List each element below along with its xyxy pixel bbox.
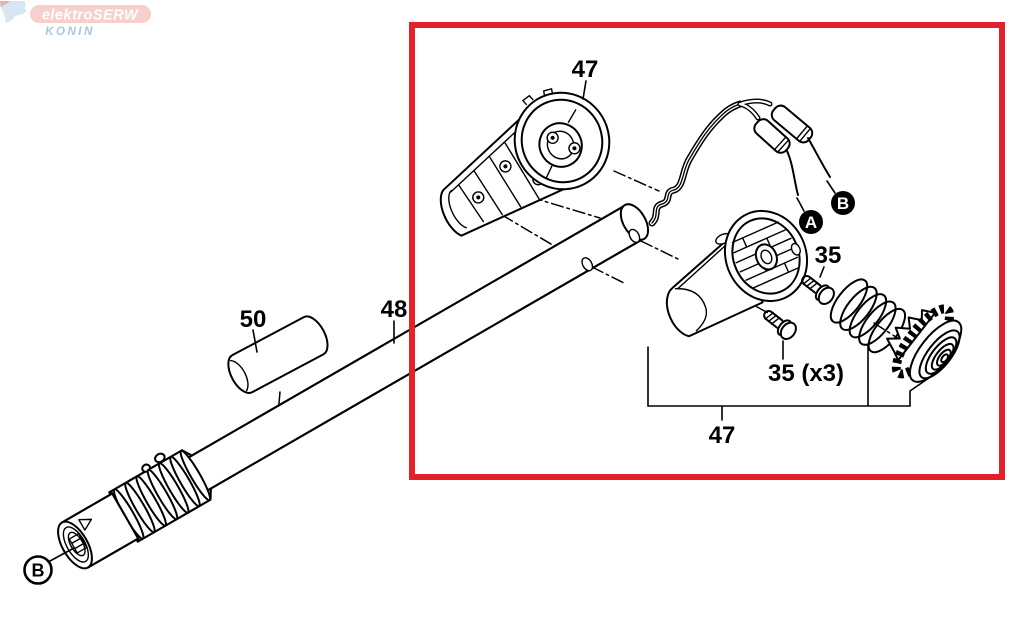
watermark-logo: elektroSERW KONIN	[0, 1, 151, 38]
screw-hole	[790, 242, 801, 256]
map-shape	[0, 1, 27, 23]
city-text: KONIN	[45, 26, 95, 38]
highlight-box	[409, 22, 1005, 480]
brand-badge	[30, 5, 151, 23]
wire-end-b	[807, 137, 831, 178]
wire-end-a	[786, 150, 799, 196]
connector-b	[770, 104, 814, 144]
screw-35-upper	[801, 274, 835, 305]
wire-harness	[648, 98, 831, 227]
bevel-gear	[886, 304, 963, 383]
tube-hole	[628, 228, 641, 244]
brand-text: elektroSERW	[42, 8, 139, 24]
tube-hole	[581, 257, 594, 272]
callout-b-bottom-letter: B	[32, 561, 45, 581]
rim-notches	[522, 88, 554, 106]
group-bracket-47	[647, 344, 937, 421]
alignment-arrow-icon	[78, 518, 93, 531]
map-pin-icon	[0, 1, 11, 7]
callout-b-top-letter: B	[837, 194, 849, 213]
callout-b-top: B	[831, 191, 855, 215]
drive-shaft-assembly	[57, 203, 650, 570]
shaft-end-coupler	[57, 490, 141, 570]
label-35-x3: 35 (x3)	[768, 360, 844, 387]
screw-35-lower	[763, 309, 797, 340]
label-48: 48	[381, 296, 408, 323]
leader-lines	[49, 80, 836, 562]
callout-a-letter: A	[805, 213, 817, 232]
gearbox-housing-half	[439, 88, 611, 237]
shaft-coupler-ribs	[108, 449, 212, 543]
label-47-top: 47	[572, 56, 599, 83]
motor-mount-housing	[665, 209, 809, 338]
connector-a	[753, 118, 791, 154]
protective-sleeve	[227, 315, 329, 394]
label-35: 35	[815, 242, 842, 269]
callout-b-bottom: B	[23, 555, 53, 585]
label-47-bottom: 47	[709, 422, 736, 449]
callout-a: A	[799, 210, 823, 234]
label-50: 50	[240, 306, 267, 333]
